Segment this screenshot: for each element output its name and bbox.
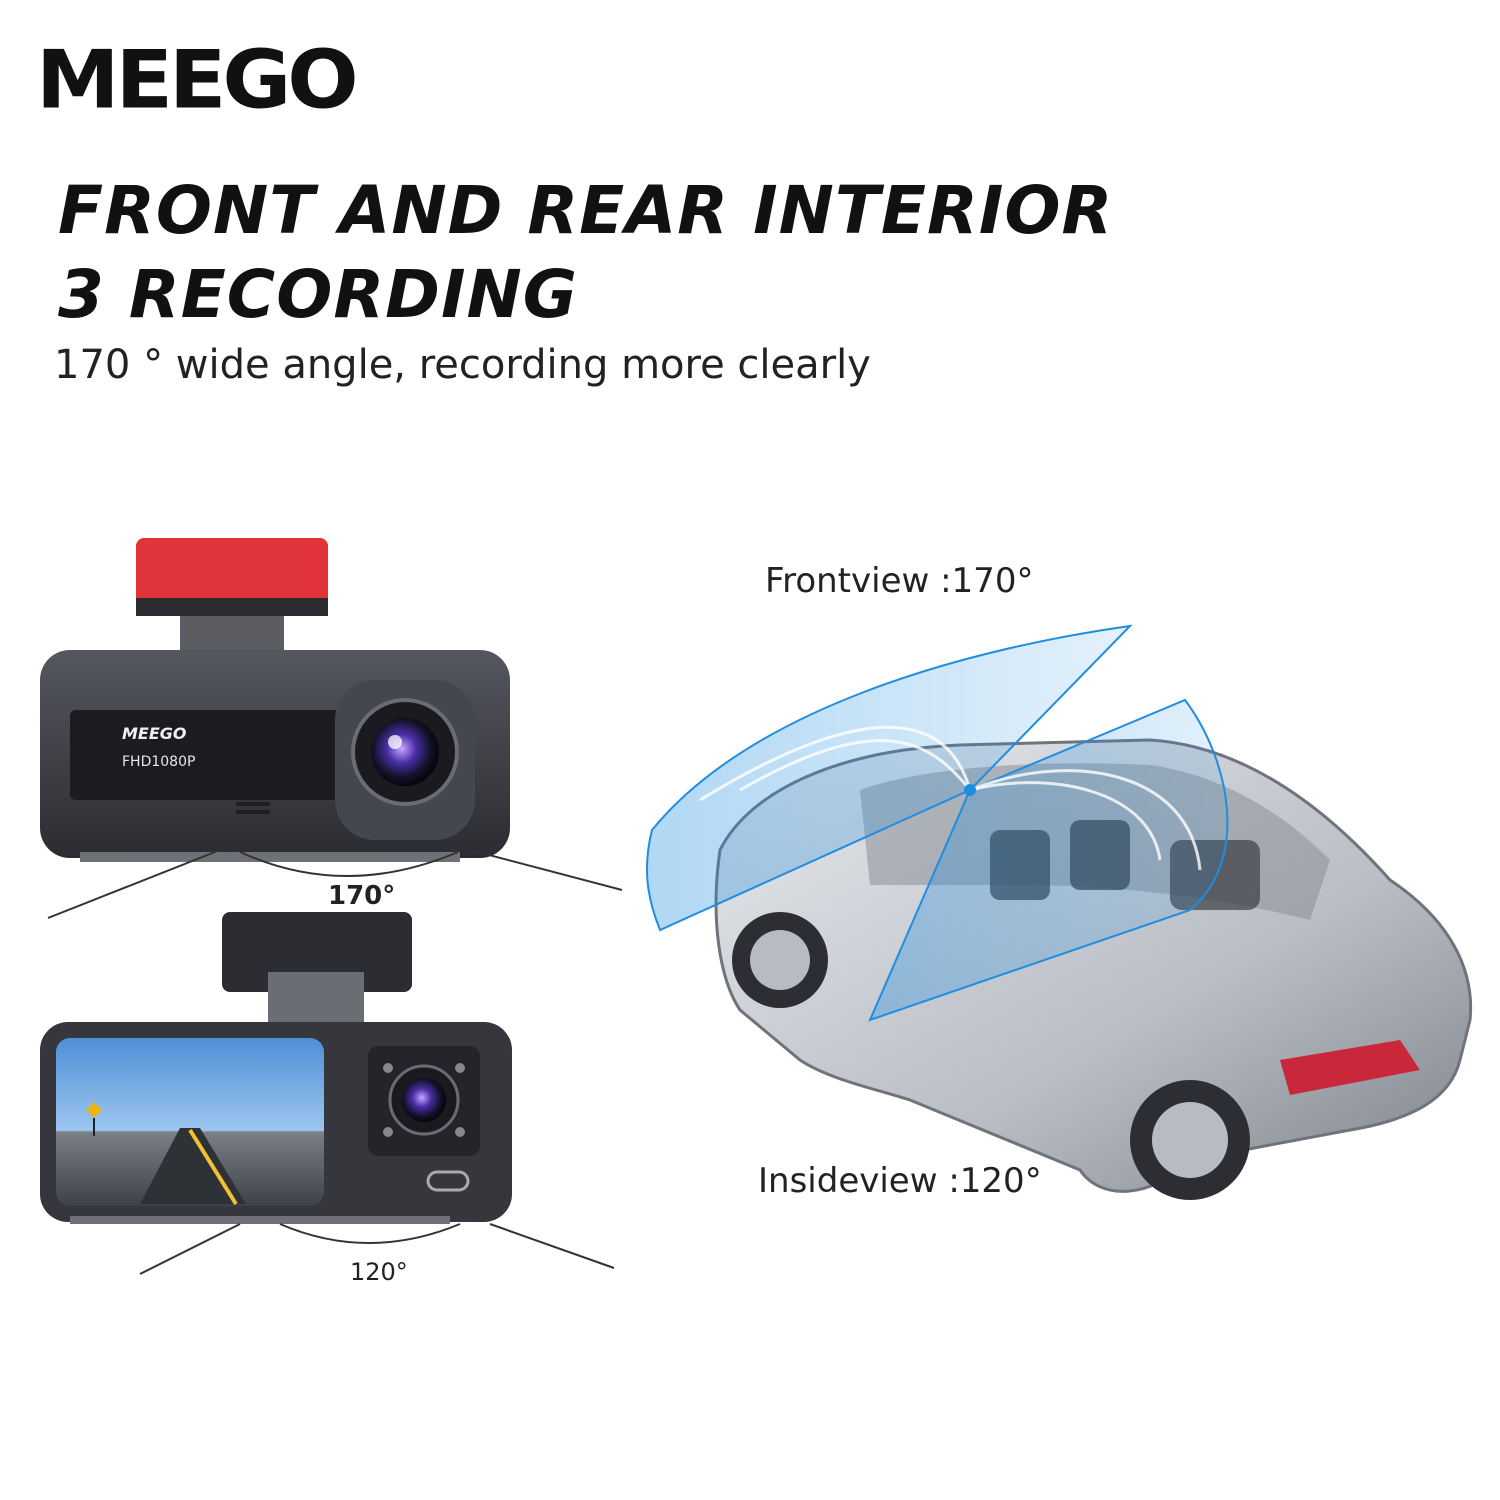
car-view-diagram: Frontview :170° Insideview :120° (645, 561, 1473, 1201)
frontview-fov (645, 624, 1133, 932)
ok-button[interactable] (426, 1170, 470, 1192)
insideview-label: Insideview :120° (758, 1161, 1042, 1201)
front-angle-label: 170° (328, 881, 395, 911)
brand-logo-text: MEEGO (36, 33, 359, 127)
front-camera-model: FHD1080P (122, 754, 195, 770)
headline-line-1: FRONT AND REAR INTERIOR (58, 172, 1114, 249)
rear-camera-illustration: 120° (40, 912, 615, 1286)
tail-light (1280, 1040, 1420, 1095)
front-camera-brand: MEEGO (122, 724, 187, 743)
mount-adhesive-pad (136, 538, 328, 614)
rear-lens-icon (402, 1078, 446, 1122)
headline-subtitle: 170 ° wide angle, recording more clearly (54, 342, 871, 388)
dashcam-position-icon (964, 784, 976, 796)
frontview-label: Frontview :170° (765, 561, 1033, 601)
front-camera-illustration: MEEGO FHD1080P 170° (40, 538, 623, 919)
headline-line-2: 3 RECORDING (58, 256, 578, 333)
display-screen (56, 1038, 324, 1206)
front-camera-panel (70, 710, 340, 800)
rear-angle-label: 120° (350, 1258, 408, 1286)
insideview-fov (868, 698, 1229, 1022)
lens-icon (371, 718, 439, 786)
brand-logo: MEEGO (36, 40, 359, 120)
